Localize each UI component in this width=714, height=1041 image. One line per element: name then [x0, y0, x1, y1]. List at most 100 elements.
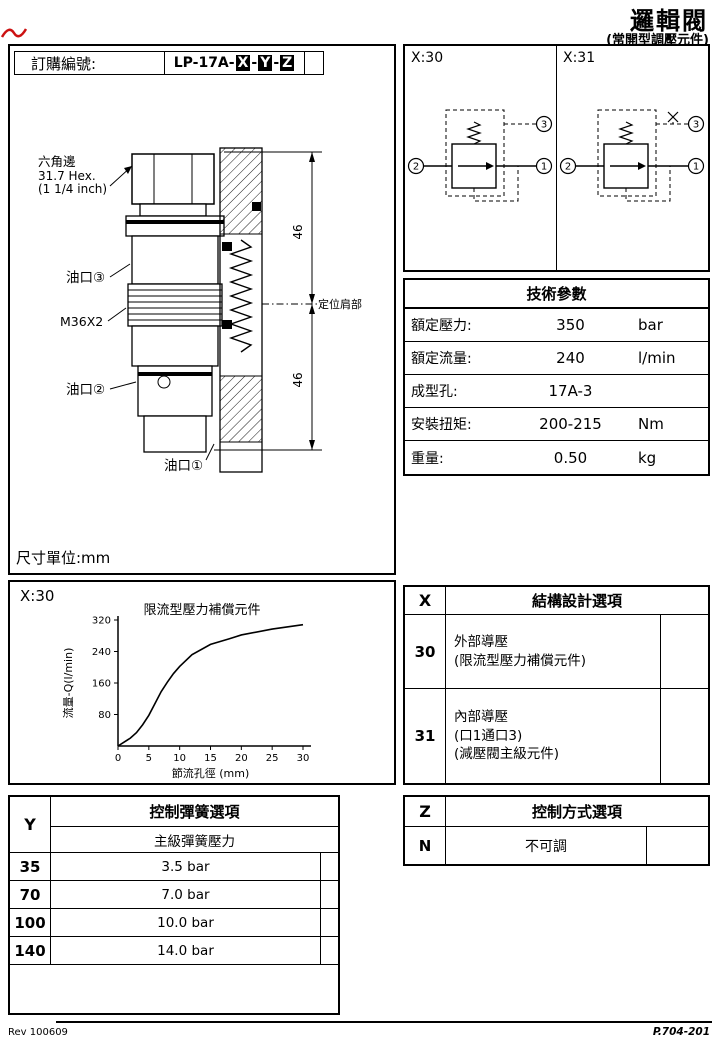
- empty-cell: [660, 615, 708, 688]
- order-code-x: X: [235, 55, 251, 71]
- empty-cell: [320, 937, 338, 964]
- port1-label: 油口①: [164, 458, 203, 474]
- order-code-prefix: LP-17A-: [173, 55, 235, 71]
- option-value: 14.0 bar: [157, 942, 214, 959]
- svg-text:240: 240: [92, 647, 111, 658]
- table-row: 70 7.0 bar: [10, 881, 338, 909]
- param-label: 成型孔:: [411, 384, 458, 400]
- table-row: 30 外部導壓 (限流型壓力補償元件): [405, 615, 708, 689]
- table-row: 額定壓力: 350 bar: [405, 309, 708, 342]
- z-options-title: 控制方式選項: [531, 803, 622, 821]
- option-line: 外部導壓: [454, 633, 508, 650]
- order-code-y: Y: [258, 55, 273, 71]
- dim-46-top: 46: [291, 224, 305, 239]
- table-row: 140 14.0 bar: [10, 937, 338, 965]
- param-label: 額定壓力:: [411, 318, 472, 334]
- table-row: 31 內部導壓 (口1通口3) (減壓閥主級元件): [405, 689, 708, 783]
- option-code: 31: [405, 689, 446, 783]
- order-code: LP-17A-X-Y-Z: [165, 52, 305, 74]
- table-row: 100 10.0 bar: [10, 909, 338, 937]
- order-number-label: 訂購編號:: [15, 52, 165, 74]
- red-pen-mark: [0, 28, 28, 38]
- schematic-x31-label: X:31: [563, 50, 596, 66]
- tech-params-table: 技術參數 額定壓力: 350 bar 額定流量: 240 l/min 成型孔: …: [403, 278, 710, 476]
- param-value: 17A-3: [548, 382, 593, 400]
- svg-text:0: 0: [115, 753, 121, 764]
- x-options-code: X: [405, 587, 446, 614]
- table-row: 35 3.5 bar: [10, 853, 338, 881]
- svg-text:15: 15: [204, 753, 217, 764]
- svg-text:20: 20: [235, 753, 248, 764]
- z-options-code: Z: [405, 797, 446, 826]
- svg-text:流量-Q(l/min): 流量-Q(l/min): [61, 648, 75, 719]
- option-line: (限流型壓力補償元件): [454, 652, 587, 669]
- tech-params-title: 技術參數: [403, 278, 710, 309]
- port-2-marker: 2: [412, 162, 418, 173]
- param-unit: Nm: [638, 415, 664, 433]
- option-line: (減壓閥主級元件): [454, 746, 560, 763]
- valve-nose: [143, 415, 207, 453]
- dimension-unit-note: 尺寸單位:mm: [16, 549, 111, 567]
- option-code: 35: [10, 853, 51, 880]
- svg-text:25: 25: [266, 753, 279, 764]
- option-description: 內部導壓 (口1通口3) (減壓閥主級元件): [446, 689, 660, 783]
- port-3-marker: 3: [540, 120, 546, 131]
- param-unit: bar: [638, 316, 663, 334]
- footer-page-number: P.704-201: [652, 1026, 710, 1038]
- param-value: 200-215: [539, 415, 602, 433]
- empty-cell: [320, 853, 338, 880]
- param-value: 350: [556, 316, 585, 334]
- hex-label-line2: 31.7 Hex.: [38, 169, 96, 183]
- option-code: 70: [10, 881, 51, 908]
- page-title: 邏輯閥: [630, 7, 708, 35]
- table-row: 安裝扭矩: 200-215 Nm: [405, 408, 708, 441]
- option-line: 內部導壓: [454, 708, 508, 725]
- y-options-subtitle: 主級彈簧壓力: [154, 833, 235, 850]
- z-options-header: Z 控制方式選項: [405, 797, 708, 827]
- option-value: 不可調: [525, 838, 567, 855]
- param-unit: kg: [638, 448, 657, 467]
- option-description: 外部導壓 (限流型壓力補償元件): [446, 615, 660, 688]
- drawing-panel: 訂購編號: LP-17A-X-Y-Z: [8, 44, 396, 575]
- option-line: (口1通口3): [454, 727, 523, 744]
- dim-46-bottom: 46: [291, 372, 305, 387]
- schematic-panel: X:30 2 1 3 X:31: [403, 44, 710, 272]
- option-value: 10.0 bar: [157, 914, 214, 931]
- param-value: 240: [556, 349, 585, 367]
- empty-cell: [320, 881, 338, 908]
- shoulder-label: 定位肩部: [318, 297, 362, 311]
- empty-cell: [660, 689, 708, 783]
- order-code-z: Z: [280, 55, 295, 71]
- param-label: 安裝扭矩:: [411, 417, 472, 433]
- option-value: 3.5 bar: [161, 858, 210, 875]
- option-code: 100: [10, 909, 51, 936]
- y-options-code: Y: [10, 797, 51, 852]
- order-number-row: 訂購編號: LP-17A-X-Y-Z: [14, 51, 324, 75]
- schematic-x30-svg: 2 1 3: [407, 109, 552, 202]
- svg-text:30: 30: [297, 753, 310, 764]
- tech-params-body: 額定壓力: 350 bar 額定流量: 240 l/min 成型孔: 17A-3…: [403, 309, 710, 476]
- param-label: 額定流量:: [411, 351, 472, 367]
- port-1-marker: 1: [540, 162, 546, 173]
- order-row-spacer: [305, 52, 323, 74]
- x-options-header: X 結構設計選項: [405, 587, 708, 615]
- empty-cell: [320, 909, 338, 936]
- option-value: 7.0 bar: [161, 886, 210, 903]
- svg-text:80: 80: [98, 710, 111, 721]
- empty-cell: [646, 827, 708, 864]
- footer-revision: Rev 100609: [8, 1027, 68, 1038]
- table-row: N 不可調: [405, 827, 708, 864]
- svg-text:320: 320: [92, 616, 111, 627]
- svg-text:節流孔徑 (mm): 節流孔徑 (mm): [172, 766, 250, 780]
- x-options-title: 結構設計選項: [531, 592, 622, 610]
- z-options-table: Z 控制方式選項 N 不可調: [403, 795, 710, 866]
- y-options-title: 控制彈簧選項: [51, 797, 338, 827]
- order-code-sep1: -: [251, 55, 258, 71]
- spring-symbol: [228, 239, 254, 353]
- port2-label: 油口②: [66, 382, 105, 398]
- hex-head: [131, 153, 215, 205]
- x-options-table: X 結構設計選項 30 外部導壓 (限流型壓力補償元件) 31 內部導壓 (口1…: [403, 585, 710, 785]
